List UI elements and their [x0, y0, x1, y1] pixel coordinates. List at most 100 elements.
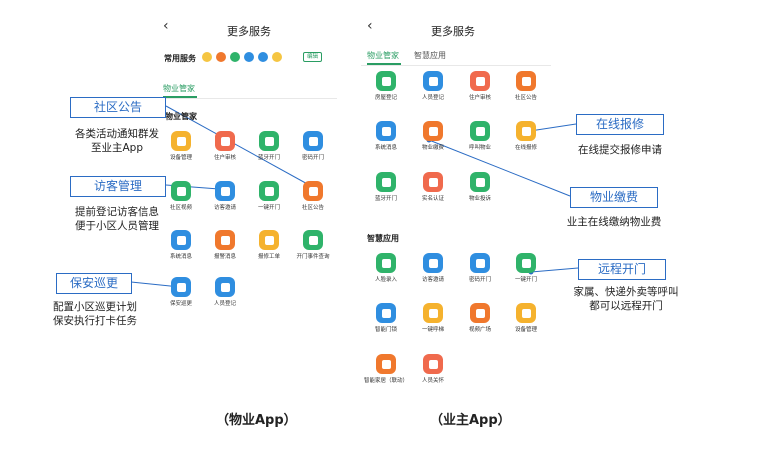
service-item[interactable]: 视频广场: [457, 303, 503, 334]
service-item-label: 开门事件查询: [296, 254, 330, 260]
service-item[interactable]: 一键开门: [246, 181, 292, 212]
service-item[interactable]: 开门事件查询: [290, 230, 336, 261]
service-item-label: 报修工单: [257, 254, 280, 260]
equipment-icon: [171, 131, 191, 151]
service-item[interactable]: 系统消息: [158, 230, 204, 261]
connector-payment: [428, 139, 571, 197]
service-item-label: 智能家居（联动）: [363, 378, 408, 384]
service-item[interactable]: 保安巡更: [158, 277, 204, 308]
service-item[interactable]: 实名认证: [410, 172, 456, 203]
service-item-label: 设备管理: [169, 155, 192, 161]
service-item-label: 蓝牙开门: [374, 196, 397, 202]
service-item-label: 设备管理: [514, 327, 537, 333]
service-item[interactable]: 访客邀请: [202, 181, 248, 212]
service-item[interactable]: 蓝牙开门: [246, 131, 292, 162]
service-item[interactable]: 社区视频: [158, 181, 204, 212]
service-item[interactable]: 蓝牙开门: [363, 172, 409, 203]
tab-smart-apps[interactable]: 智慧应用: [414, 51, 446, 60]
service-item[interactable]: 智能家居（联动）: [363, 354, 409, 385]
service-item-label: 物业缴费: [421, 145, 444, 151]
service-item[interactable]: 设备管理: [158, 131, 204, 162]
tab-indicator: [163, 96, 197, 98]
service-item[interactable]: 社区公告: [290, 181, 336, 212]
service-item[interactable]: 社区公告: [503, 71, 549, 102]
service-item-label: 蓝牙开门: [257, 155, 280, 161]
qr-icon: [423, 253, 443, 273]
house-icon: [376, 71, 396, 91]
service-item[interactable]: 一键呼梯: [410, 303, 456, 334]
back-icon[interactable]: ‹: [163, 18, 169, 34]
service-item[interactable]: 住户审核: [457, 71, 503, 102]
back-icon[interactable]: ‹: [367, 18, 373, 34]
bell-icon: [171, 230, 191, 250]
callout-notice-desc: 各类活动通知群发 至业主App: [75, 128, 159, 154]
service-item[interactable]: 住户审核: [202, 131, 248, 162]
tab-property-butler[interactable]: 物业管家: [367, 51, 399, 60]
wrench-icon: [516, 121, 536, 141]
service-item[interactable]: 密码开门: [290, 131, 336, 162]
quick-service-icon[interactable]: [216, 52, 226, 62]
service-item-label: 社区公告: [301, 205, 324, 211]
callout-repair: 在线报修: [576, 114, 664, 135]
callout-repair-desc: 在线提交报修申请: [578, 144, 662, 156]
door-event-icon: [303, 230, 323, 250]
service-item[interactable]: 人员登记: [410, 71, 456, 102]
person-icon: [215, 277, 235, 297]
visitor-icon: [215, 181, 235, 201]
service-item-label: 视频广场: [468, 327, 491, 333]
shield-icon: [215, 131, 235, 151]
connector-notice: [165, 105, 312, 187]
divider: [361, 65, 551, 66]
service-item-label: 社区公告: [514, 95, 537, 101]
service-item[interactable]: 人员关怀: [410, 354, 456, 385]
service-item-label: 一键开门: [514, 277, 537, 283]
service-item[interactable]: 呼叫物业: [457, 121, 503, 152]
service-item[interactable]: 人员登记: [202, 277, 248, 308]
wrench-icon: [259, 230, 279, 250]
smart-lock-icon: [376, 303, 396, 323]
quick-service-icon[interactable]: [244, 52, 254, 62]
service-item-label: 一键呼梯: [421, 327, 444, 333]
service-item[interactable]: 系统消息: [363, 121, 409, 152]
smart-home-icon: [376, 354, 396, 374]
service-item-label: 报警消息: [213, 254, 236, 260]
page-title: 更多服务: [227, 25, 271, 38]
edit-button[interactable]: 编辑: [303, 52, 323, 62]
quick-service-icon[interactable]: [230, 52, 240, 62]
tab-property-butler[interactable]: 物业管家: [163, 84, 195, 93]
service-item[interactable]: 一键开门: [503, 253, 549, 284]
service-item[interactable]: 在线报修: [503, 121, 549, 152]
service-item-label: 实名认证: [421, 196, 444, 202]
verify-icon: [423, 172, 443, 192]
service-item[interactable]: 设备管理: [503, 303, 549, 334]
face-icon: [376, 253, 396, 273]
lock-icon: [516, 253, 536, 273]
service-item[interactable]: 访客邀请: [410, 253, 456, 284]
service-item-label: 保安巡更: [169, 301, 192, 307]
section-title: 物业管家: [165, 112, 197, 121]
password-door-icon: [303, 131, 323, 151]
service-item[interactable]: 物业投诉: [457, 172, 503, 203]
service-item[interactable]: 报警消息: [202, 230, 248, 261]
divider: [157, 98, 337, 99]
owner-app-caption: （业主App）: [430, 413, 511, 428]
callout-visitor-desc: 提前登记访客信息 便于小区人员管理: [75, 206, 159, 232]
service-item-label: 社区视频: [169, 205, 192, 211]
shield-icon: [470, 71, 490, 91]
service-item[interactable]: 物业缴费: [410, 121, 456, 152]
quick-service-icon[interactable]: [202, 52, 212, 62]
bluetooth-door-icon: [376, 172, 396, 192]
property-app-caption: （物业App）: [216, 413, 297, 428]
service-item[interactable]: 人脸录入: [363, 253, 409, 284]
service-item[interactable]: 房屋登记: [363, 71, 409, 102]
alarm-icon: [215, 230, 235, 250]
service-item[interactable]: 智能门锁: [363, 303, 409, 334]
service-item[interactable]: 报修工单: [246, 230, 292, 261]
service-item-label: 人脸录入: [374, 277, 397, 283]
quick-service-icon[interactable]: [272, 52, 282, 62]
quick-service-icon[interactable]: [258, 52, 268, 62]
id-card-icon: [423, 71, 443, 91]
payment-icon: [423, 121, 443, 141]
service-item[interactable]: 密码开门: [457, 253, 503, 284]
service-item-label: 访客邀请: [213, 205, 236, 211]
